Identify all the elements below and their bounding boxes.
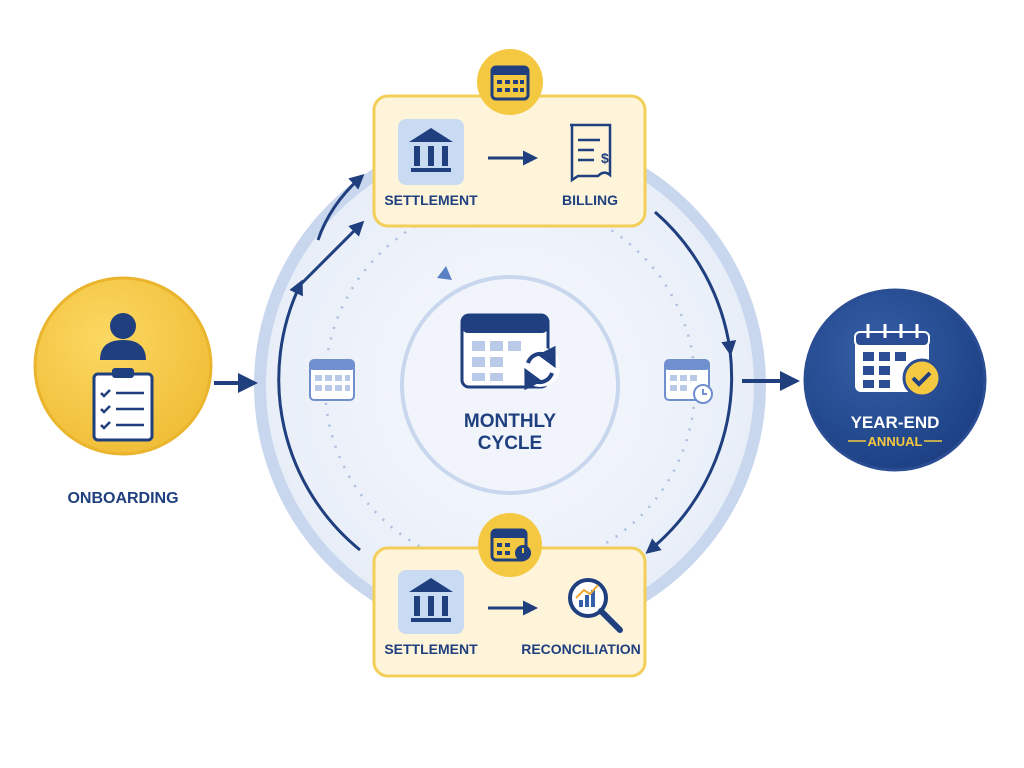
cycle-arrow-top xyxy=(316,173,365,241)
cycle-arrow-left-top xyxy=(298,220,365,287)
dollar-icon: $ xyxy=(601,150,609,166)
clipboard-checklist-icon xyxy=(92,368,154,442)
year-end-subtitle: ANNUAL xyxy=(868,434,923,449)
bank-icon xyxy=(409,128,453,172)
onboarding-node xyxy=(33,276,213,456)
center-title-line1: MONTHLY xyxy=(464,411,557,432)
bottom-card-to-label: RECONCILIATION xyxy=(521,641,641,657)
cycle-arrow-right-bottom xyxy=(645,349,734,554)
invoice-icon xyxy=(570,123,612,183)
top-card-from-label: SETTLEMENT xyxy=(384,192,478,208)
user-icon xyxy=(100,313,146,360)
top-card: $ SETTLEMENT BILLING xyxy=(372,49,647,228)
calendar-refresh-icon xyxy=(460,313,560,391)
calendar-check-icon xyxy=(854,324,942,398)
bank-icon xyxy=(409,578,453,622)
calendar-icon-left xyxy=(309,359,355,401)
year-end-title: YEAR-END xyxy=(851,413,940,432)
cycle-arrow-right xyxy=(654,210,737,356)
cycle-arrow-left xyxy=(277,279,361,552)
calendar-clock-icon-right xyxy=(664,359,713,404)
center-title-line2: CYCLE xyxy=(478,433,542,454)
bottom-card-from-label: SETTLEMENT xyxy=(384,641,478,657)
calendar-icon-top xyxy=(490,65,530,101)
calendar-clock-icon-bottom xyxy=(490,528,531,562)
arrow-up-icon xyxy=(437,266,452,280)
bottom-card: SETTLEMENT RECONCILIATION xyxy=(372,513,647,678)
magnifier-chart-icon xyxy=(568,578,623,633)
year-end-node: YEAR-END ANNUAL xyxy=(803,288,987,472)
onboarding-label: ONBOARDING xyxy=(67,490,178,507)
top-card-to-label: BILLING xyxy=(562,192,618,208)
